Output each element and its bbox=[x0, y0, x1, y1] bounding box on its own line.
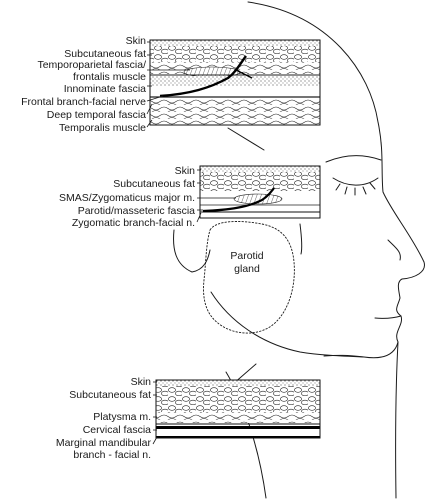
label-bot-marginal-mandibular: Marginal mandibular bbox=[55, 437, 151, 449]
ear bbox=[173, 229, 211, 273]
lip-line bbox=[374, 315, 402, 319]
parotid-gland-outline bbox=[203, 221, 295, 334]
closed-eyelid bbox=[332, 177, 379, 186]
brow-line bbox=[325, 155, 382, 163]
label-parotid-gland-line1: Parotid bbox=[230, 250, 264, 262]
chin-neck-line bbox=[395, 341, 399, 499]
label-bot-branch-facial-nerve: branch - facial n. bbox=[73, 449, 151, 461]
cheek-line bbox=[299, 223, 303, 255]
label-top-skin: Skin bbox=[125, 35, 146, 47]
label-mid-parotid-masseteric-fascia: Parotid/masseteric fascia bbox=[77, 205, 195, 217]
label-top-subcutaneous-fat: Subcutaneous fat bbox=[64, 48, 146, 60]
label-top-temporoparietal-fascia: Temporoparietal fascia/ bbox=[37, 59, 146, 71]
nostril-curve bbox=[387, 239, 401, 261]
label-top-innominate-fascia: Innominate fascia bbox=[63, 83, 146, 95]
label-bot-platysma: Platysma m. bbox=[93, 411, 151, 423]
upper-panel-temple bbox=[149, 39, 321, 126]
label-mid-subcutaneous-fat: Subcutaneous fat bbox=[113, 178, 195, 190]
eyelash-1 bbox=[335, 183, 341, 191]
label-mid-skin: Skin bbox=[174, 165, 195, 177]
label-bot-cervical-fascia: Cervical fascia bbox=[82, 424, 151, 436]
label-top-deep-temporal-fascia: Deep temporal fascia bbox=[46, 109, 146, 121]
jaw-line bbox=[210, 291, 365, 358]
label-mid-smas-zygomaticus: SMAS/Zygomaticus major m. bbox=[59, 192, 195, 204]
label-bot-subcutaneous-fat: Subcutaneous fat bbox=[69, 389, 151, 401]
pointer-to-forehead bbox=[227, 127, 265, 151]
label-top-frontalis-muscle: frontalis muscle bbox=[73, 71, 146, 83]
head-contour bbox=[247, 1, 425, 359]
label-bot-skin: Skin bbox=[130, 376, 151, 388]
label-top-temporalis-muscle: Temporalis muscle bbox=[59, 122, 146, 134]
lower-panel-neck bbox=[155, 379, 321, 439]
eyelash-2 bbox=[344, 186, 348, 195]
eyelash-4 bbox=[362, 186, 367, 195]
label-mid-zygomatic-branch-nerve: Zygomatic branch-facial n. bbox=[71, 217, 195, 229]
label-parotid-gland-line2: gland bbox=[234, 263, 260, 275]
label-top-frontal-branch-nerve: Frontal branch-facial nerve bbox=[21, 96, 146, 108]
eyelash-5 bbox=[369, 182, 376, 190]
middle-panel-cheek bbox=[199, 165, 321, 219]
leader-lines bbox=[146, 41, 236, 445]
face-outline bbox=[173, 1, 425, 499]
